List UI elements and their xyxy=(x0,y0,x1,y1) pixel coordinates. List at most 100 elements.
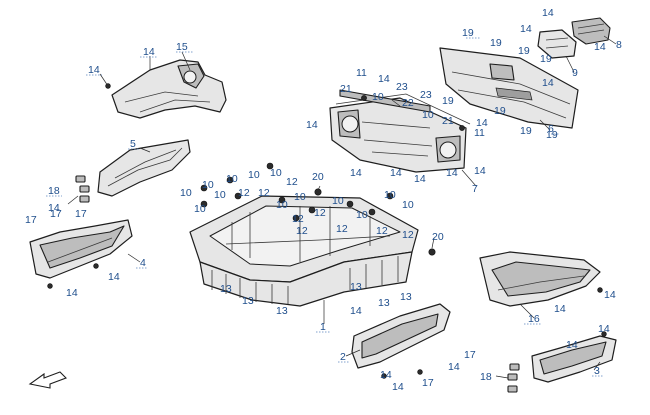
callout-12: 12 xyxy=(402,229,414,241)
part-18-clips-right xyxy=(507,363,520,393)
callout-14: 14 xyxy=(378,73,390,85)
callout-14: 14 xyxy=(448,361,460,373)
callout-23: 23 xyxy=(396,81,408,93)
callout-11: 11 xyxy=(474,127,485,139)
callout-10: 10 xyxy=(180,187,192,199)
callout-10: 10 xyxy=(214,189,226,201)
callout-17: 17 xyxy=(50,208,62,220)
callout-16: 16 xyxy=(528,313,540,325)
callout-14: 14 xyxy=(594,41,606,53)
part-5-left-panel xyxy=(97,139,191,197)
callout-3: 3 xyxy=(594,365,600,377)
callout-14: 14 xyxy=(108,271,120,283)
callout-19: 19 xyxy=(494,105,506,117)
part-2-lower-panel xyxy=(351,303,451,369)
callout-5: 5 xyxy=(130,138,136,150)
callout-19: 19 xyxy=(520,125,532,137)
callout-14: 14 xyxy=(520,23,532,35)
callout-19: 19 xyxy=(490,37,502,49)
leader-lines xyxy=(67,35,617,379)
callout-12: 12 xyxy=(238,187,250,199)
callout-17: 17 xyxy=(464,349,476,361)
callout-4: 4 xyxy=(140,257,146,269)
part-22-hinge-bar xyxy=(339,89,431,113)
callout-14: 14 xyxy=(598,323,610,335)
callouts: 15 14 14 5 18 14 17 17 17 4 14 14 10 10 … xyxy=(25,7,622,393)
callout-13: 13 xyxy=(220,283,232,295)
callout-19: 19 xyxy=(462,27,474,39)
callout-17: 17 xyxy=(75,208,87,220)
part-9-latch xyxy=(537,29,577,59)
callout-2: 2 xyxy=(340,351,346,363)
callout-10: 10 xyxy=(372,91,384,103)
callout-10: 10 xyxy=(202,179,214,191)
callout-10: 10 xyxy=(294,191,306,203)
callout-12: 12 xyxy=(296,225,308,237)
callout-19: 19 xyxy=(442,95,454,107)
callout-14: 14 xyxy=(414,173,426,185)
part-6-tailgate-outer xyxy=(439,47,579,129)
callout-10: 10 xyxy=(356,209,368,221)
part-1-cargo-box xyxy=(189,195,419,307)
callout-underlines xyxy=(46,37,604,377)
callout-14: 14 xyxy=(446,167,458,179)
part-8-handle xyxy=(571,17,611,45)
callout-13: 13 xyxy=(400,291,412,303)
callout-14: 14 xyxy=(306,119,318,131)
callout-12: 12 xyxy=(286,176,298,188)
callout-14: 14 xyxy=(143,46,155,58)
part-7-tailgate-panel xyxy=(329,93,471,173)
part-16-right-panel xyxy=(479,251,601,307)
callout-21: 21 xyxy=(442,115,454,127)
fasteners xyxy=(47,83,607,379)
callout-23: 23 xyxy=(420,89,432,101)
callout-14: 14 xyxy=(474,165,486,177)
callout-14: 14 xyxy=(390,167,402,179)
callout-19: 19 xyxy=(546,129,558,141)
callout-14: 14 xyxy=(350,305,362,317)
callout-10: 10 xyxy=(270,167,282,179)
callout-10: 10 xyxy=(402,199,414,211)
callout-17: 17 xyxy=(422,377,434,389)
callout-9: 9 xyxy=(572,67,578,79)
callout-13: 13 xyxy=(276,305,288,317)
callout-10: 10 xyxy=(384,189,396,201)
callout-14: 14 xyxy=(392,381,404,393)
callout-14: 14 xyxy=(350,167,362,179)
callout-12: 12 xyxy=(292,213,304,225)
callout-19: 19 xyxy=(518,45,530,57)
callout-10: 10 xyxy=(332,195,344,207)
callout-12: 12 xyxy=(258,187,270,199)
callout-10: 10 xyxy=(276,199,288,211)
callout-14: 14 xyxy=(566,339,578,351)
part-3-right-lower-panel xyxy=(531,335,617,383)
part-4-left-lower-panel xyxy=(29,219,133,279)
callout-10: 10 xyxy=(194,203,206,215)
callout-21: 21 xyxy=(340,83,352,95)
callout-20: 20 xyxy=(312,171,324,183)
callout-10: 10 xyxy=(226,173,238,185)
callout-13: 13 xyxy=(242,295,254,307)
callout-18: 18 xyxy=(480,371,492,383)
callout-11: 11 xyxy=(356,67,367,79)
callout-13: 13 xyxy=(350,281,362,293)
callout-14: 14 xyxy=(542,7,554,19)
callout-12: 12 xyxy=(314,207,326,219)
callout-10: 10 xyxy=(422,109,434,121)
callout-1: 1 xyxy=(320,321,326,333)
callout-10: 10 xyxy=(248,169,260,181)
callout-20: 20 xyxy=(432,231,444,243)
callout-14: 14 xyxy=(476,117,488,129)
callout-14: 14 xyxy=(48,202,60,214)
part-18-clips-left xyxy=(75,175,90,203)
part-15-upper-cover xyxy=(111,59,227,119)
callout-17: 17 xyxy=(25,214,37,226)
callout-14: 14 xyxy=(66,287,78,299)
callout-12: 12 xyxy=(336,223,348,235)
callout-7: 7 xyxy=(472,183,478,195)
callout-18: 18 xyxy=(48,185,60,197)
callout-22: 22 xyxy=(402,97,414,109)
callout-19: 19 xyxy=(540,53,552,65)
callout-14: 14 xyxy=(554,303,566,315)
callout-6: 6 xyxy=(548,123,554,135)
